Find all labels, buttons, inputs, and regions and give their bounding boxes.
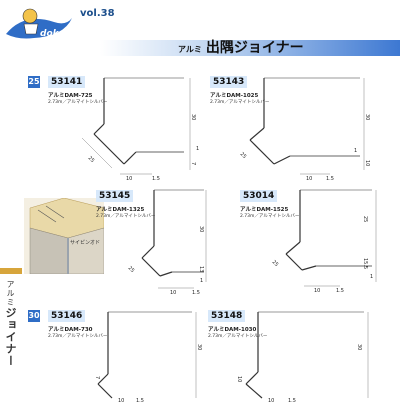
- volume-number: vol.38: [80, 8, 115, 19]
- dim-thickness: 1: [200, 278, 203, 284]
- dim-height: 30: [356, 344, 362, 350]
- product-spec: 2.73m／アルマイトシルバー: [208, 334, 268, 339]
- product-spec: 2.73m／アルマイトシルバー: [48, 100, 108, 105]
- product-spec: 2.73m／アルマイトシルバー: [210, 100, 270, 105]
- product-spec: 2.73m／アルマイトシルバー: [96, 214, 156, 219]
- product-name: アルミDAM-1025: [210, 93, 259, 99]
- svg-text:doken: doken: [40, 29, 71, 39]
- dim-thickness: 1: [196, 146, 199, 152]
- side-tab-stripe: [0, 268, 22, 274]
- product-name: アルミDAM-725: [48, 93, 93, 99]
- dim-height: 30: [364, 114, 370, 120]
- dim-base: 10: [268, 398, 274, 404]
- dim-height: 30: [196, 344, 202, 350]
- side-tab-prefix: アルミ: [6, 280, 15, 307]
- dim-diagonal: 25: [127, 265, 136, 274]
- photo-caption: サイピンオド: [70, 240, 100, 246]
- dim-depth: 13: [198, 266, 204, 272]
- brand-logo: doken: [4, 4, 74, 44]
- dim-diagonal: 25: [271, 259, 280, 268]
- product-name: アルミDAM-1030: [208, 327, 257, 333]
- section-number-30: 30: [28, 310, 40, 322]
- dim-tip: 1.5: [136, 398, 144, 404]
- profile-diagram-53146: 30 7 10 1.5: [94, 311, 202, 404]
- profile-diagram-53014: 25 15.5 25 10 1.5 1: [271, 189, 377, 294]
- dim-diagonal: 25: [239, 151, 248, 160]
- product-name: アルミDAM-1325: [96, 207, 145, 213]
- product-name: アルミDAM-1525: [240, 207, 289, 213]
- installation-photo: サイピンオド: [24, 197, 105, 275]
- dim-thickness: 1: [370, 274, 373, 280]
- product-code-53145: 53145: [96, 190, 134, 202]
- page-title-prefix: アルミ: [178, 45, 202, 54]
- product-name: アルミDAM-730: [48, 327, 93, 333]
- dim-base: 10: [314, 288, 320, 294]
- product-code-53146: 53146: [48, 310, 86, 322]
- dim-tip: 1.5: [152, 176, 160, 182]
- dim-thickness: 1: [354, 148, 357, 154]
- dim-tip: 1.5: [288, 398, 296, 404]
- profile-diagram-53145: 30 13 25 10 1.5 1: [127, 189, 207, 296]
- dim-depth: 7: [94, 376, 100, 379]
- dim-height: 30: [190, 114, 196, 120]
- product-spec: 2.73m／アルマイトシルバー: [240, 214, 300, 219]
- page-title-main: 出隅ジョイナー: [205, 40, 304, 56]
- product-code-53014: 53014: [240, 190, 278, 202]
- product-code-53143: 53143: [210, 76, 248, 88]
- dim-tip: 1.5: [326, 176, 334, 182]
- dim-depth: 15.5: [362, 258, 368, 269]
- section-number-25: 25: [28, 76, 40, 88]
- profile-diagram-53143: 30 10 25 10 1.5 1: [239, 77, 370, 182]
- profile-diagram-53148: 30 10 10 1.5: [236, 311, 369, 404]
- dim-diagonal: 25: [87, 155, 96, 164]
- dim-depth: 10: [236, 376, 242, 382]
- dim-height: 30: [198, 226, 204, 232]
- dim-depth: 7: [190, 162, 196, 165]
- dim-base: 10: [118, 398, 124, 404]
- product-spec: 2.73m／アルマイトシルバー: [48, 334, 108, 339]
- dim-tip: 1.5: [192, 290, 200, 296]
- side-tab-main: ジョイナー: [4, 307, 17, 367]
- product-code-53141: 53141: [48, 76, 86, 88]
- dim-depth: 10: [364, 160, 370, 166]
- dim-base: 10: [306, 176, 312, 182]
- page-title: アルミ出隅ジョイナー: [178, 37, 304, 57]
- product-code-53148: 53148: [208, 310, 246, 322]
- dim-base: 10: [170, 290, 176, 296]
- dim-base: 10: [126, 176, 132, 182]
- side-index-tab: アルミジョイナー: [0, 268, 22, 408]
- side-tab-label: アルミジョイナー: [2, 280, 18, 367]
- profile-diagram-53141: 30 7 25 10 1.5 1: [81, 77, 199, 182]
- dim-tip: 1.5: [336, 288, 344, 294]
- dim-height: 25: [362, 216, 368, 222]
- header-bar: [100, 40, 400, 56]
